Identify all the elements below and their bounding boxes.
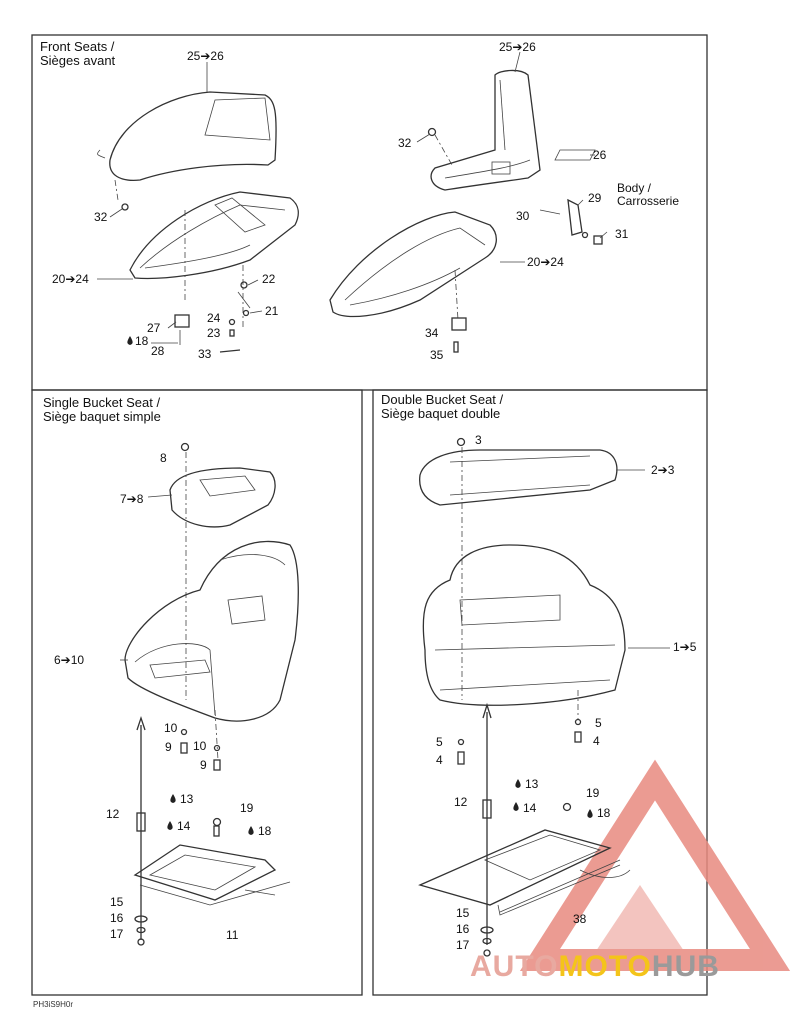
- double-backrest-pad: [419, 437, 618, 700]
- drop-icon: [167, 821, 173, 830]
- callout-24: 24: [207, 311, 221, 325]
- single-seat-base: [133, 844, 291, 906]
- callout-32-right: 32: [398, 136, 412, 150]
- callout-18-single: 18: [258, 824, 272, 838]
- callout-12-double: 12: [454, 795, 468, 809]
- front-cushion-right: [329, 211, 497, 321]
- drop-icon: [513, 802, 519, 811]
- callout-27: 27: [147, 321, 161, 335]
- callout-13-double: 13: [525, 777, 539, 791]
- watermark-part-1: AUTO: [470, 950, 559, 983]
- callout-30: 30: [516, 209, 530, 223]
- double-seat-base: [418, 829, 631, 916]
- callout-38: 38: [573, 912, 587, 926]
- callout-16-single: 16: [110, 911, 124, 925]
- callout-25-26-left: 25➔26: [187, 49, 224, 63]
- double-bucket-seat: [422, 544, 626, 720]
- callout-23: 23: [207, 326, 221, 340]
- panel-frames: [31, 34, 708, 996]
- drop-icon: [587, 809, 593, 818]
- callout-32-left: 32: [94, 210, 108, 224]
- callout-11: 11: [226, 928, 239, 942]
- callout-33: 33: [198, 347, 212, 361]
- front-backrest-right: [427, 69, 596, 191]
- single-bucket-seat: [124, 540, 299, 761]
- callout-14-single: 14: [177, 819, 191, 833]
- callout-12-single: 12: [106, 807, 120, 821]
- callout-22: 22: [262, 272, 276, 286]
- callout-body: Body / Carrosserie: [617, 181, 680, 208]
- callout-4-b: 4: [436, 753, 443, 767]
- callout-1-5: 1➔5: [673, 640, 697, 654]
- callout-25-26-right: 25➔26: [499, 40, 536, 54]
- watermark-logo: [519, 759, 791, 971]
- callout-7-8: 7➔8: [120, 492, 144, 506]
- watermark-text: AUTOMOTOHUB: [470, 950, 720, 984]
- front-left-hardware: [121, 203, 251, 353]
- callout-5-b: 5: [436, 735, 443, 749]
- watermark-part-2: MOTO: [558, 950, 652, 983]
- double-panel-frame: [372, 389, 708, 996]
- callout-19-single: 19: [240, 801, 254, 815]
- callout-17-single: 17: [110, 927, 124, 941]
- callout-17-double: 17: [456, 938, 470, 952]
- callout-10-a: 10: [164, 721, 178, 735]
- callout-18-double: 18: [597, 806, 611, 820]
- double-hardware: [457, 702, 582, 957]
- drop-icon: [248, 826, 254, 835]
- single-panel-frame: [31, 389, 363, 996]
- single-bucket-title: Single Bucket Seat / Siège baquet simple: [43, 395, 161, 424]
- leader-lines: [97, 51, 670, 661]
- callout-34: 34: [425, 326, 439, 340]
- callout-9-b: 9: [200, 758, 207, 772]
- callout-8: 8: [160, 451, 167, 465]
- callout-26: 26: [593, 148, 607, 162]
- callout-20-24-left: 20➔24: [52, 272, 89, 286]
- callout-14-double: 14: [523, 801, 537, 815]
- callout-3: 3: [475, 433, 482, 447]
- callout-20-24-right: 20➔24: [527, 255, 564, 269]
- callout-29: 29: [588, 191, 602, 205]
- drop-icon: [515, 779, 521, 788]
- callout-35: 35: [430, 348, 444, 362]
- reference-code: PH3iS9H0r: [33, 1000, 74, 1009]
- callout-16-double: 16: [456, 922, 470, 936]
- front-panel-frame: [31, 34, 708, 391]
- callout-28: 28: [151, 344, 165, 358]
- callout-13-single: 13: [180, 792, 194, 806]
- watermark-part-3: HUB: [651, 950, 720, 983]
- callout-15-double: 15: [456, 906, 470, 920]
- callout-4-a: 4: [593, 734, 600, 748]
- single-backrest-pad: [169, 442, 276, 700]
- single-hardware: [134, 715, 222, 946]
- front-seats-title: Front Seats / Sièges avant: [40, 39, 116, 68]
- callout-2-3: 2➔3: [651, 463, 675, 477]
- drop-icons: [127, 336, 593, 835]
- callout-18-front: 18: [135, 334, 149, 348]
- front-right-hardware: [451, 198, 603, 353]
- front-cushion-left: [129, 191, 299, 330]
- double-bucket-title: Double Bucket Seat / Siège baquet double: [381, 392, 504, 421]
- front-backrest-left: [97, 91, 277, 201]
- callout-5-a: 5: [595, 716, 602, 730]
- callout-10-b: 10: [193, 739, 207, 753]
- drop-icon: [127, 336, 133, 345]
- drop-icon: [170, 794, 176, 803]
- callout-21: 21: [265, 304, 279, 318]
- callout-9-a: 9: [165, 740, 172, 754]
- callout-6-10: 6➔10: [54, 653, 85, 667]
- callout-19-double: 19: [586, 786, 600, 800]
- callout-15-single: 15: [110, 895, 124, 909]
- callout-31: 31: [615, 227, 629, 241]
